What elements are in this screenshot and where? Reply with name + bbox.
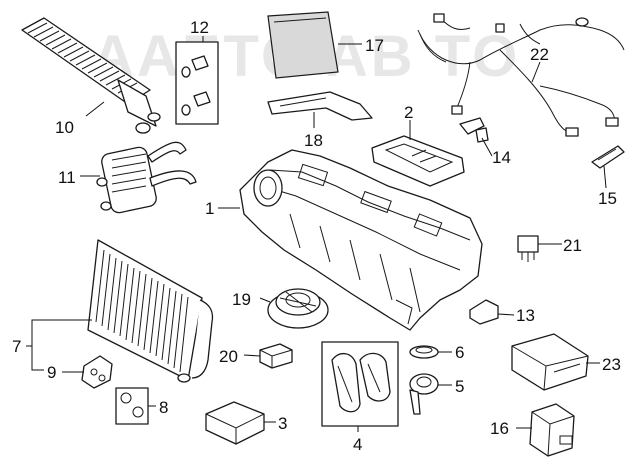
callout-17: 17 <box>365 36 384 55</box>
callout-14: 14 <box>492 148 511 167</box>
callout-10: 10 <box>55 118 74 137</box>
part-10-heater-core <box>21 17 161 134</box>
callout-1: 1 <box>205 199 214 218</box>
part-20-resistor <box>259 343 293 369</box>
part-1-hvac-housing <box>239 149 483 331</box>
part-13-actuator <box>469 299 499 325</box>
part-7-evaporator <box>87 239 214 383</box>
part-4-seal-kit <box>321 341 399 427</box>
callout-8: 8 <box>159 398 168 417</box>
part-11-heater-core-tubes <box>96 141 197 214</box>
part-14-sensor <box>459 117 489 143</box>
part-21-relay <box>517 235 539 262</box>
callout-7: 7 <box>12 337 21 356</box>
part-9-valve <box>81 355 113 389</box>
part-18-duct <box>267 91 373 121</box>
callout-12: 12 <box>190 18 209 37</box>
callout-21: 21 <box>563 236 582 255</box>
callout-16: 16 <box>490 419 509 438</box>
part-15-connector <box>591 145 625 169</box>
part-23-control-module <box>511 333 589 391</box>
callout-13: 13 <box>516 306 535 325</box>
callout-2: 2 <box>404 103 413 122</box>
callout-5: 5 <box>455 377 464 396</box>
part-22-wiring-harness <box>417 13 625 137</box>
callout-23: 23 <box>602 355 621 374</box>
part-3-filter <box>205 401 265 445</box>
callout-19: 19 <box>232 290 251 309</box>
part-12-clip-kit <box>175 41 219 125</box>
part-17-panel <box>267 11 339 79</box>
callout-18: 18 <box>304 131 323 150</box>
leader-lines <box>26 36 607 432</box>
callout-labels: 10 11 12 17 18 22 2 14 15 1 21 7 9 19 13… <box>12 18 621 454</box>
callout-3: 3 <box>278 414 287 433</box>
part-6-grommet <box>409 345 439 359</box>
callout-22: 22 <box>530 45 549 64</box>
callout-11: 11 <box>58 168 76 187</box>
part-8-seals <box>115 387 149 425</box>
part-5-actuator <box>409 373 439 415</box>
part-2-filter-housing <box>371 135 465 187</box>
callout-20: 20 <box>219 347 238 366</box>
callout-9: 9 <box>47 363 56 382</box>
part-16-module <box>529 403 575 457</box>
part-19-blower-motor <box>267 288 329 329</box>
callout-4: 4 <box>353 435 362 454</box>
callout-15: 15 <box>598 189 617 208</box>
callout-6: 6 <box>455 343 464 362</box>
